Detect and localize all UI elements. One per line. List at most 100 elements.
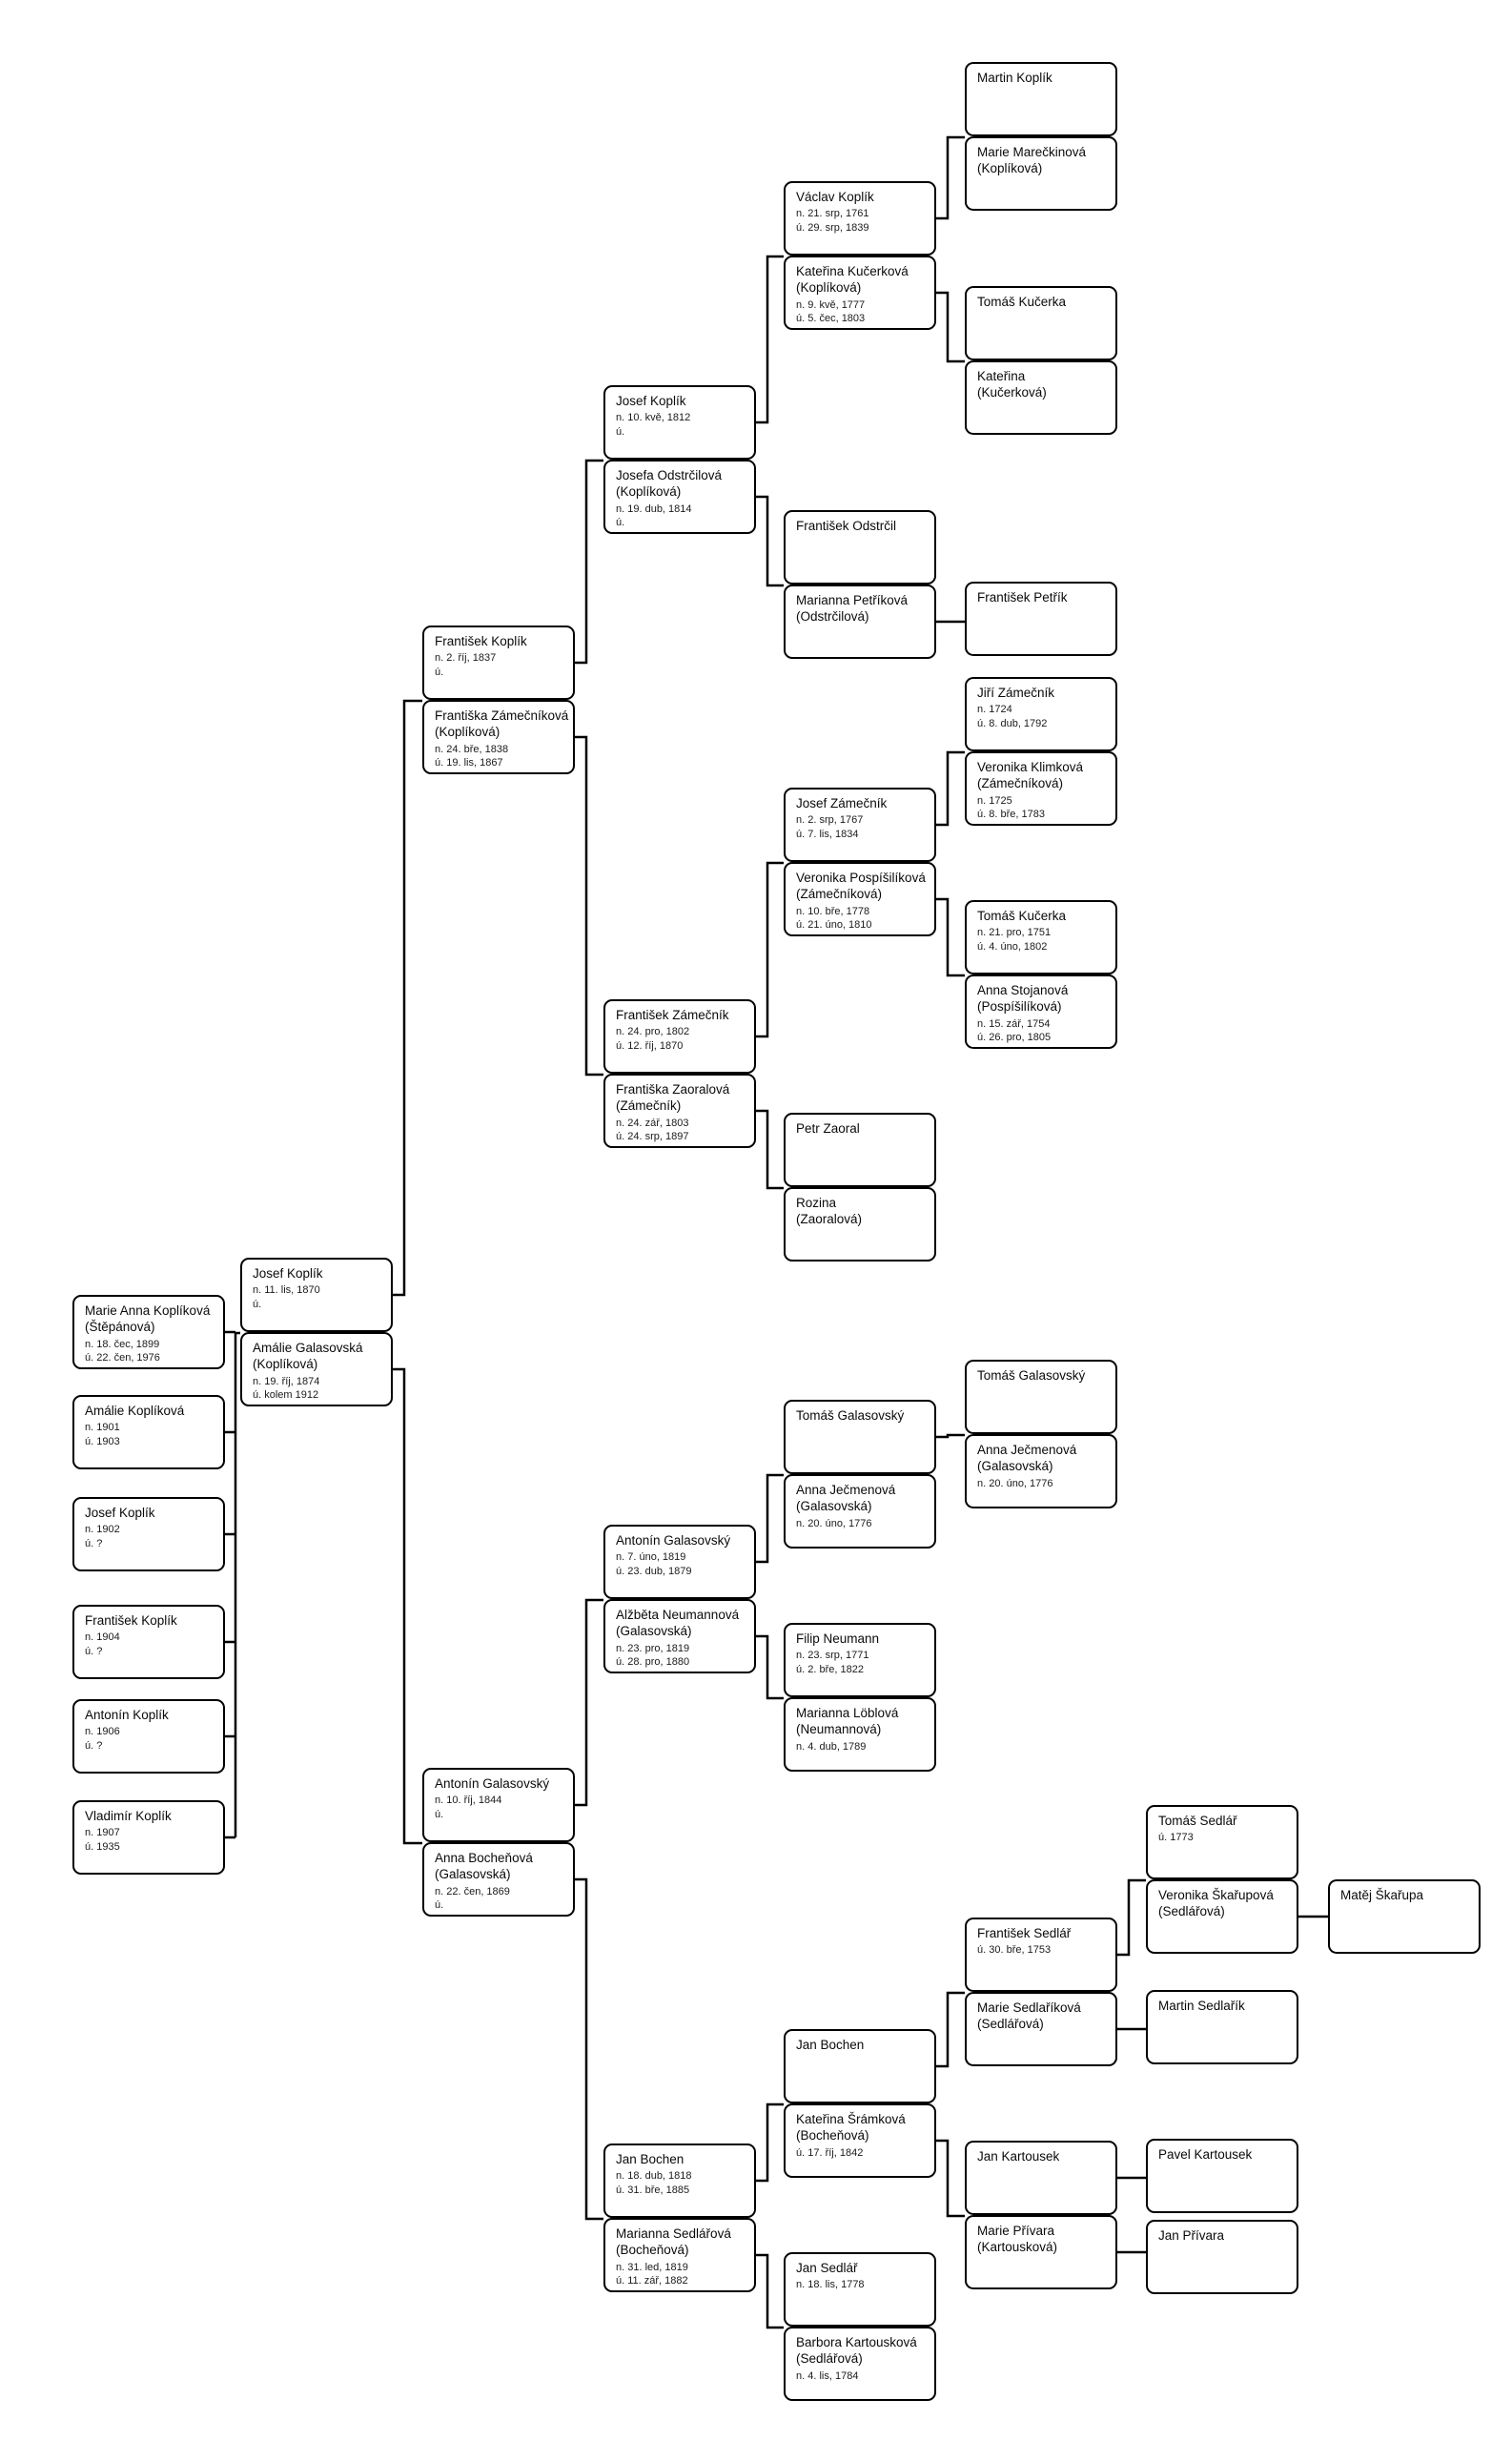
person-box-petr_z[interactable]: Petr Zaoral bbox=[784, 1113, 936, 1187]
person-maiden-name: (Kartousková) bbox=[977, 2240, 1058, 2255]
birth-date: n. 4. lis, 1784 bbox=[796, 2369, 859, 2382]
person-name: Tomáš Kučerka bbox=[977, 295, 1067, 309]
person-box-tomas_kuc1[interactable]: Tomáš Kučerka bbox=[965, 286, 1117, 360]
person-box-veronika_pos[interactable]: Veronika Pospíšilíková(Zámečníková)n. 10… bbox=[784, 862, 936, 936]
person-box-tomas_gal2[interactable]: Tomáš Galasovský bbox=[965, 1360, 1117, 1434]
person-name: Veronika Klimková bbox=[977, 760, 1084, 774]
person-name: Marie Marečkinová bbox=[977, 145, 1087, 159]
person-box-katerina_kuc2[interactable]: Kateřina(Kučerková) bbox=[965, 360, 1117, 435]
death-date: ú. 29. srp, 1839 bbox=[796, 221, 869, 234]
person-name: Martin Koplík bbox=[977, 71, 1052, 85]
person-name: Antonín Galasovský bbox=[435, 1776, 550, 1791]
person-box-pavel_kart[interactable]: Pavel Kartousek bbox=[1146, 2139, 1298, 2213]
death-date: ú. bbox=[435, 1898, 444, 1911]
person-name: Barbora Kartousková bbox=[796, 2335, 917, 2349]
connector-line bbox=[756, 2253, 784, 2329]
person-box-anna_b[interactable]: Anna Bocheňová(Galasovská)n. 22. čen, 18… bbox=[422, 1842, 575, 1917]
person-box-frantisek_p[interactable]: František Petřík bbox=[965, 582, 1117, 656]
person-box-amalie_g[interactable]: Amálie Galasovská(Koplíková)n. 19. říj, … bbox=[240, 1332, 393, 1406]
death-date: ú. ? bbox=[85, 1537, 103, 1549]
person-box-alzbeta_n[interactable]: Alžběta Neumannová(Galasovská)n. 23. pro… bbox=[603, 1599, 756, 1673]
birth-date: ú. 30. bře, 1753 bbox=[977, 1944, 1052, 1957]
person-box-frantisek_sed[interactable]: František Sedlář ú. 30. bře, 1753 bbox=[965, 1918, 1117, 1992]
person-box-anna_jec2[interactable]: Anna Ječmenová(Galasovská)n. 20. úno, 17… bbox=[965, 1434, 1117, 1508]
person-name: František Sedlář bbox=[977, 1926, 1072, 1940]
person-box-veronika_sk[interactable]: Veronika Škařupová(Sedlářová) bbox=[1146, 1879, 1298, 1954]
person-box-barbora_k[interactable]: Barbora Kartousková (Sedlářová) n. 4. lis,… bbox=[784, 2327, 936, 2401]
person-maiden-name: (Koplíková) bbox=[253, 1357, 318, 1372]
person-box-marianna_s[interactable]: Marianna Sedlářová(Bocheňová)n. 31. led,… bbox=[603, 2218, 756, 2292]
birth-date: n. 24. zář, 1803 bbox=[616, 1117, 689, 1129]
person-box-rozina[interactable]: Rozina(Zaoralová) bbox=[784, 1187, 936, 1262]
person-box-anna_st[interactable]: Anna Stojanová(Pospíšilíková)n. 15. zář,… bbox=[965, 974, 1117, 1049]
person-maiden-name: (Neumannová) bbox=[796, 1722, 882, 1737]
birth-date: n. 20. úno, 1776 bbox=[977, 1477, 1053, 1489]
person-name: Tomáš Kučerka bbox=[977, 909, 1067, 923]
person-maiden-name: (Štěpánová) bbox=[85, 1320, 155, 1335]
connector-line bbox=[756, 255, 784, 424]
person-maiden-name: (Sedlářová) bbox=[796, 2351, 863, 2367]
connector-line bbox=[936, 291, 965, 363]
person-box-jan_bochen1[interactable]: Jan Bochen bbox=[784, 2029, 936, 2103]
person-name: Kateřina bbox=[977, 369, 1026, 383]
connector-line bbox=[756, 2103, 784, 2183]
person-maiden-name: (Odstrčilová) bbox=[796, 609, 869, 625]
person-box-katerina_kuc[interactable]: Kateřina Kučerková(Koplíková)n. 9. kvě, … bbox=[784, 256, 936, 330]
person-box-tomas_gal1[interactable]: Tomáš Galasovský bbox=[784, 1400, 936, 1474]
person-box-jan_pri[interactable]: Jan Přívara bbox=[1146, 2220, 1298, 2294]
death-date: ú. 31. bře, 1885 bbox=[616, 2184, 690, 2196]
person-box-marie_pri[interactable]: Marie Přívara(Kartousková) bbox=[965, 2215, 1117, 2289]
person-maiden-name: (Sedlářová) bbox=[1158, 1904, 1225, 1919]
person-box-marianna_l[interactable]: Marianna Löblová(Neumannová)n. 4. dub, 1… bbox=[784, 1697, 936, 1772]
person-box-matej_sk[interactable]: Matěj Škařupa bbox=[1328, 1879, 1481, 1954]
person-box-marie_sed[interactable]: Marie Sedlaříková(Sedlářová) bbox=[965, 1992, 1117, 2066]
birth-date: n. 1725 bbox=[977, 794, 1012, 807]
person-box-frantiska_z[interactable]: Františka Zámečníková(Koplíková)n. 24. b… bbox=[422, 700, 575, 774]
connector-line bbox=[756, 1109, 784, 1190]
person-name: Pavel Kartousek bbox=[1158, 2147, 1253, 2162]
person-box-marie_mar[interactable]: Marie Marečkinová (Koplíková) bbox=[965, 136, 1117, 211]
person-box-marie_anna[interactable]: Marie Anna Koplíková(Štěpánová)n. 18. če… bbox=[72, 1295, 225, 1369]
person-name: Anna Stojanová bbox=[977, 983, 1069, 997]
person-box-frantiska_zao[interactable]: Františka Zaoralová(Zámečník)n. 24. zář,… bbox=[603, 1074, 756, 1148]
person-box-martin_k[interactable]: Martin Koplík bbox=[965, 62, 1117, 136]
person-box-marianna_p[interactable]: Marianna Petříková(Odstrčilová) bbox=[784, 585, 936, 659]
connector-line bbox=[936, 750, 965, 827]
person-maiden-name: (Koplíková) bbox=[977, 161, 1043, 176]
death-date: ú. 8. dub, 1792 bbox=[977, 717, 1048, 729]
person-box-frantisek_o[interactable]: František Odstrčil bbox=[784, 510, 936, 585]
person-name: Rozina bbox=[796, 1196, 837, 1210]
person-box-katerina_sr[interactable]: Kateřina Šrámková(Bocheňová)ú. 17. říj, … bbox=[784, 2103, 936, 2178]
connector-line bbox=[393, 699, 422, 1297]
person-name: Josef Koplík bbox=[616, 394, 686, 408]
person-box-jan_kart[interactable]: Jan Kartousek bbox=[965, 2141, 1117, 2215]
birth-date: n. 2. srp, 1767 bbox=[796, 814, 864, 827]
person-box-martin_sed[interactable]: Martin Sedlařík bbox=[1146, 1990, 1298, 2064]
person-box-anna_jec1[interactable]: Anna Ječmenová(Galasovská)n. 20. úno, 17… bbox=[784, 1474, 936, 1549]
birth-date: n. 19. říj, 1874 bbox=[253, 1375, 320, 1387]
birth-date: n. 24. bře, 1838 bbox=[435, 743, 509, 755]
person-box-josefa_o[interactable]: Josefa Odstrčilová(Koplíková)n. 19. dub,… bbox=[603, 460, 756, 534]
person-name: Tomáš Galasovský bbox=[977, 1368, 1086, 1383]
